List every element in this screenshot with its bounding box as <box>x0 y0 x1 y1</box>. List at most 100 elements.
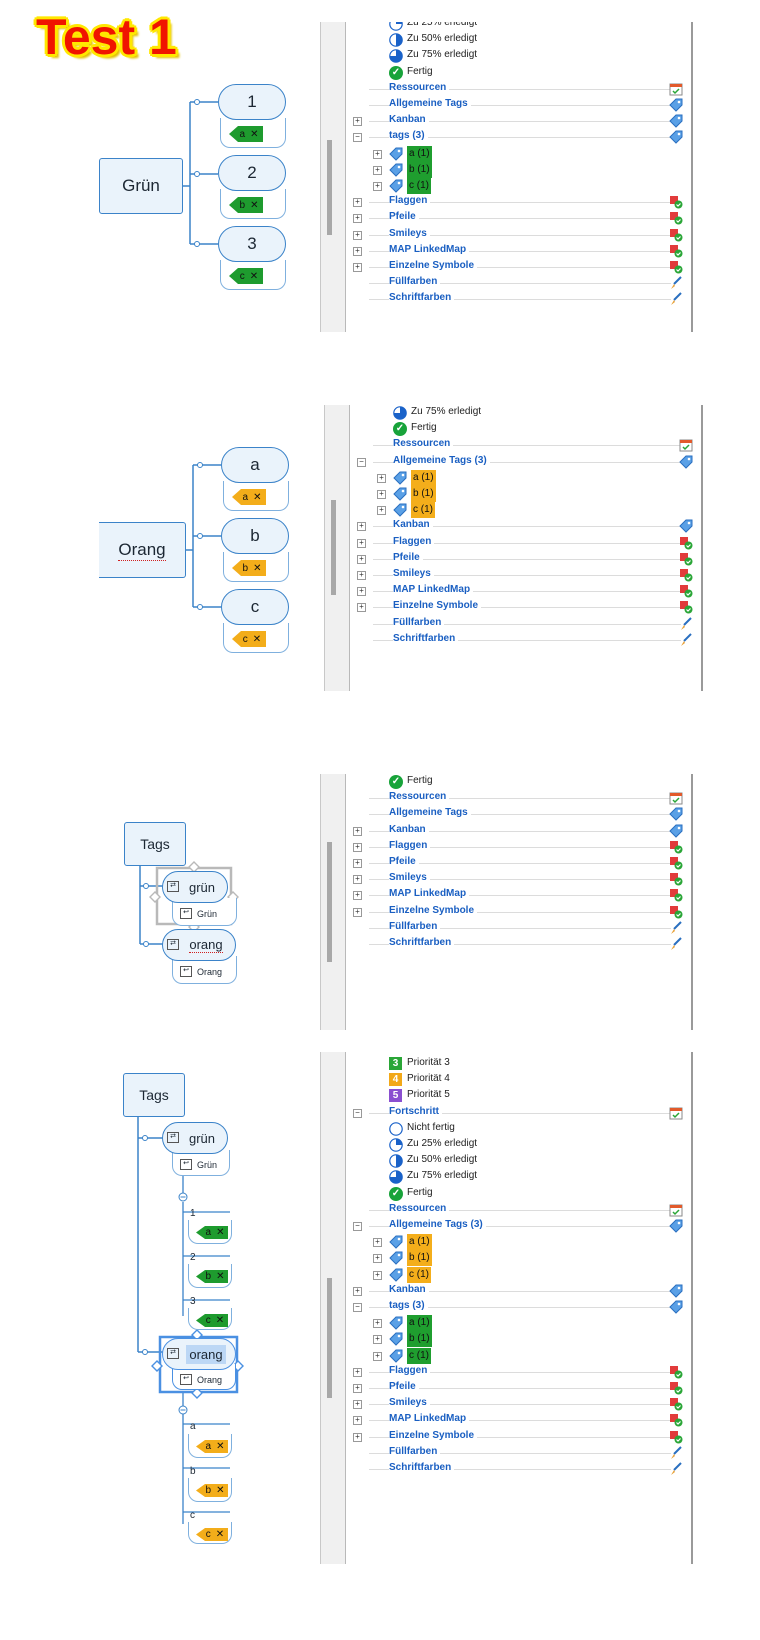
panel-row[interactable]: Schriftfarben <box>321 291 693 307</box>
marker-label[interactable]: Priorität 4 <box>407 1073 450 1085</box>
panel-row[interactable]: +Flaggen <box>321 839 693 855</box>
tag-entry-label[interactable]: a (1) <box>407 1234 432 1251</box>
marker-label[interactable]: Priorität 3 <box>407 1057 450 1068</box>
panel-row[interactable]: −tags (3) <box>321 1299 693 1315</box>
expand-icon[interactable]: + <box>353 842 362 852</box>
panel-row[interactable]: +MAP LinkedMap <box>321 887 693 903</box>
panel-row[interactable]: Ressourcen <box>325 437 703 453</box>
marker-label[interactable]: Nicht fertig <box>407 1121 455 1133</box>
expand-icon[interactable]: + <box>357 603 366 613</box>
panel-row[interactable]: +c (1) <box>321 1347 693 1364</box>
expand-icon[interactable]: + <box>353 875 362 885</box>
expand-icon[interactable]: + <box>357 522 366 532</box>
tag-badge[interactable]: b✕ <box>232 560 266 576</box>
panel-row[interactable]: +b (1) <box>321 1250 693 1267</box>
expand-icon[interactable]: + <box>377 473 386 483</box>
panel-row[interactable]: +Pfeile <box>321 1380 693 1396</box>
category-label[interactable]: Kanban <box>393 519 433 531</box>
panel-row[interactable]: Füllfarben <box>321 1445 693 1461</box>
category-label[interactable]: Füllfarben <box>389 276 441 288</box>
child-node[interactable]: a <box>221 447 289 483</box>
panel-scrollbar[interactable] <box>321 1052 346 1564</box>
panel-row[interactable]: +a (1) <box>321 1234 693 1251</box>
item-label[interactable]: 1 <box>190 1208 196 1219</box>
link-row[interactable]: ↩Orang <box>180 1374 222 1385</box>
panel-row[interactable]: +c (1) <box>325 502 703 519</box>
category-label[interactable]: Einzelne Symbole <box>389 260 478 271</box>
expand-icon[interactable]: + <box>357 554 366 564</box>
category-label[interactable]: Ressourcen <box>389 1202 450 1214</box>
root-node[interactable]: Grün <box>99 158 183 214</box>
category-label[interactable]: Smileys <box>389 227 430 239</box>
category-label[interactable]: Smileys <box>393 568 434 579</box>
category-label[interactable]: Allgemeine Tags (3) <box>393 454 490 466</box>
tag-entry-label[interactable]: c (1) <box>407 1347 431 1364</box>
marker-label[interactable]: Fertig <box>407 1186 433 1198</box>
category-label[interactable]: Fortschritt <box>389 1105 442 1117</box>
link-row[interactable]: ↩Orang <box>180 966 222 977</box>
category-label[interactable]: Kanban <box>389 114 429 126</box>
child-node[interactable]: ⇄ grün <box>162 1122 228 1154</box>
panel-row[interactable]: +b (1) <box>325 486 703 502</box>
item-label[interactable]: b <box>190 1466 196 1477</box>
expand-icon[interactable]: + <box>377 506 386 516</box>
panel-row[interactable]: ✓Fertig <box>321 65 693 81</box>
panel-row[interactable]: Zu 25% erledigt <box>321 22 693 32</box>
marker-label[interactable]: Zu 50% erledigt <box>407 1154 478 1166</box>
child-node-selected[interactable]: ⇄ orang <box>162 1338 236 1370</box>
tag-badge[interactable]: b✕ <box>196 1270 228 1283</box>
category-label[interactable]: Schriftfarben <box>389 292 455 304</box>
panel-row[interactable]: Zu 50% erledigt <box>321 32 693 48</box>
marker-label[interactable]: Fertig <box>407 65 433 77</box>
category-label[interactable]: Kanban <box>389 1283 429 1295</box>
panel-row[interactable]: Schriftfarben <box>325 632 703 648</box>
expand-icon[interactable]: + <box>353 1416 362 1426</box>
panel-row[interactable]: +Kanban <box>321 823 693 839</box>
panel-row[interactable]: Zu 75% erledigt <box>321 48 693 64</box>
expand-icon[interactable]: + <box>373 1319 382 1329</box>
close-icon[interactable]: ✕ <box>250 199 259 211</box>
expand-icon[interactable]: + <box>353 214 362 224</box>
scrollbar-thumb[interactable] <box>327 140 332 235</box>
category-label[interactable]: MAP LinkedMap <box>389 888 470 900</box>
category-label[interactable]: Smileys <box>389 872 430 884</box>
expand-icon[interactable]: + <box>353 1432 362 1442</box>
panel-row[interactable]: ✓Fertig <box>325 421 703 437</box>
category-label[interactable]: Ressourcen <box>389 791 450 803</box>
expand-icon[interactable]: + <box>357 571 366 580</box>
scrollbar-thumb[interactable] <box>331 500 336 595</box>
category-label[interactable]: Flaggen <box>389 195 431 207</box>
link-row[interactable]: ↩Grün <box>180 908 217 919</box>
panel-row[interactable]: + Pfeile <box>325 551 703 567</box>
panel-row[interactable]: +c (1) <box>321 1266 693 1283</box>
expand-icon[interactable]: + <box>353 117 362 127</box>
panel-row[interactable]: Füllfarben <box>321 275 693 291</box>
panel-row[interactable]: + MAP LinkedMap <box>321 1412 693 1428</box>
tag-badge[interactable]: b✕ <box>196 1484 228 1497</box>
category-label[interactable]: MAP LinkedMap <box>393 584 474 596</box>
expand-icon[interactable]: + <box>353 263 362 272</box>
category-label[interactable]: Einzelne Symbole <box>393 600 482 612</box>
category-label[interactable]: Flaggen <box>393 535 435 547</box>
category-label[interactable]: Pfeile <box>393 551 423 563</box>
panel-row[interactable]: + Einzelne Symbole <box>325 599 703 615</box>
panel-row[interactable]: + Kanban <box>325 518 703 534</box>
panel-row[interactable]: + Smileys <box>325 567 703 583</box>
category-label[interactable]: Smileys <box>389 1397 430 1409</box>
collapse-icon[interactable]: − <box>357 457 366 467</box>
panel-row[interactable]: +MAP LinkedMap <box>325 583 703 599</box>
category-label[interactable]: Einzelne Symbole <box>389 1429 478 1441</box>
close-icon[interactable]: ✕ <box>253 562 262 574</box>
panel-row[interactable]: ✓Fertig <box>321 1186 693 1202</box>
panel-row[interactable]: −Allgemeine Tags (3) <box>321 1218 693 1234</box>
category-label[interactable]: MAP LinkedMap <box>389 1413 470 1425</box>
child-node[interactable]: c <box>221 589 289 625</box>
panel-row[interactable]: +a (1) <box>325 469 703 486</box>
category-label[interactable]: Kanban <box>389 823 429 835</box>
category-label[interactable]: Füllfarben <box>389 1445 441 1457</box>
tag-badge[interactable]: c✕ <box>196 1314 228 1327</box>
panel-row[interactable]: +Kanban <box>321 1283 693 1299</box>
panel-row[interactable]: +b (1) <box>321 161 693 178</box>
panel-row[interactable]: +Pfeile <box>321 210 693 226</box>
panel-row[interactable]: +Pfeile <box>321 855 693 871</box>
